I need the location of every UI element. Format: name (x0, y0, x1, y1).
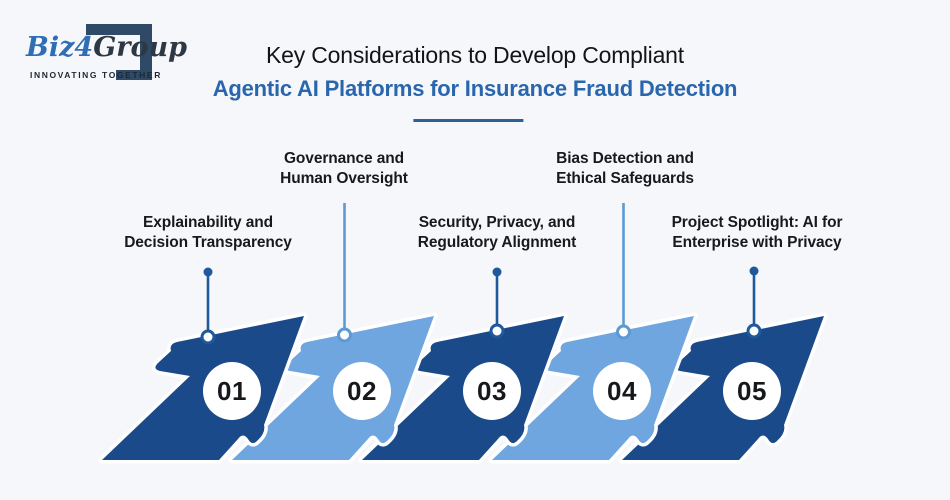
step-number-02: 02 (333, 362, 391, 420)
step-label-01-line1: Explainability and (143, 214, 273, 231)
step-label-02-line1: Governance and (283, 150, 405, 167)
connector-03 (489, 267, 505, 339)
step-label-03: Security, Privacy, and Regulatory Alignm… (377, 213, 617, 254)
step-label-01-line2: Decision Transparency (124, 234, 292, 252)
logo-bracket-icon (86, 24, 152, 80)
step-label-02-line2: Human Oversight (280, 170, 408, 188)
step-label-01: Explainability and Decision Transparency (88, 213, 328, 254)
connector-01-anchor (200, 329, 216, 345)
logo-text-group: Group (93, 32, 188, 63)
step-number-03: 03 (463, 362, 521, 420)
step-label-04: Bias Detection and Ethical Safeguards (505, 149, 745, 190)
step-label-05-line2: Enterprise with Privacy (672, 234, 842, 252)
connector-01 (200, 267, 216, 345)
step-label-04-line2: Ethical Safeguards (556, 170, 694, 188)
step-label-02: Governance and Human Oversight (224, 149, 464, 190)
step-label-03-line2: Regulatory Alignment (417, 234, 577, 252)
connector-02 (337, 203, 352, 343)
title-divider (413, 119, 524, 122)
logo-text-4: 4 (74, 32, 94, 63)
biz4group-logo: Biz4Group INNOVATING TOGETHER (22, 14, 202, 94)
step-label-05-line1: Project Spotlight: AI for (671, 214, 843, 231)
logo-wordmark: Biz4Group (26, 34, 202, 61)
step-label-03-line1: Security, Privacy, and (418, 214, 576, 231)
page-title: Key Considerations to Develop Compliant … (0, 42, 950, 102)
step-label-05: Project Spotlight: AI for Enterprise wit… (637, 213, 877, 254)
step-label-04-line1: Bias Detection and (556, 150, 694, 167)
title-line-1: Key Considerations to Develop Compliant (266, 42, 684, 68)
title-line-2: Agentic AI Platforms for Insurance Fraud… (212, 76, 738, 101)
step-number-05: 05 (723, 362, 781, 420)
step-number-01: 01 (203, 362, 261, 420)
connector-04-anchor (616, 324, 631, 340)
connector-05 (746, 266, 762, 339)
logo-tagline: INNOVATING TOGETHER (30, 70, 162, 80)
step-number-04: 04 (593, 362, 651, 420)
connector-05-anchor (746, 323, 762, 339)
logo-text-biz: Biz (26, 32, 75, 63)
connector-04 (616, 203, 631, 340)
connector-02-anchor (337, 327, 352, 343)
connector-03-anchor (489, 323, 505, 339)
